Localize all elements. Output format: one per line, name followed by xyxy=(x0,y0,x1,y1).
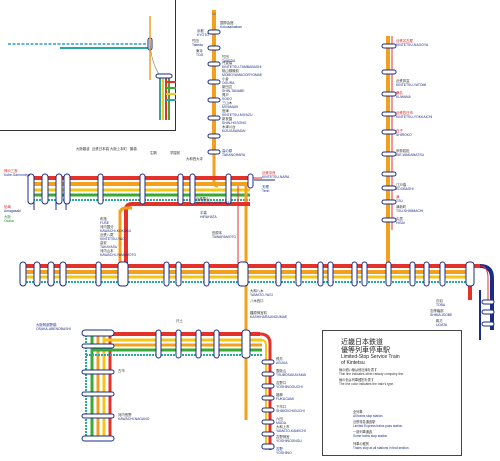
station-label-ikoma: 生駒 xyxy=(150,151,157,155)
legend-title-en2: of Kintetsu xyxy=(341,360,365,366)
station-label-furuichi: 古市 xyxy=(118,369,125,373)
inset-lines xyxy=(8,16,176,120)
inset-map xyxy=(0,0,176,131)
legend-note1-jp: 線の細い線は他社線を表す xyxy=(339,368,378,372)
legend-title-jp: 近畿日本鉄道 xyxy=(341,339,383,346)
station-label-tsuruhashi: 鶴橋 xyxy=(130,147,137,151)
legend: 近畿日本鉄道 優等列車停車駅 Limited-Stop Service Trai… xyxy=(322,330,462,456)
station-label-namba: 大阪難波 xyxy=(76,147,90,151)
station-label-shakudo: 尺土 xyxy=(176,319,183,323)
legend-note1-en: Thin line indicates other railway compan… xyxy=(339,372,405,376)
station-label-saidaiji: 大和西大寺 xyxy=(186,157,203,161)
station-label-uehommachi: 大阪上本町 xyxy=(110,147,127,151)
station-label-gakuenmae: 学園前 xyxy=(170,151,181,155)
legend-title-en: Limited-Stop Service Train xyxy=(341,354,400,360)
legend-note2-jp: 線の色は列車種別を表す xyxy=(339,378,375,382)
legend-note2-en: The line color indicates the train's typ… xyxy=(339,382,395,386)
station-label-nippombashi: 近鉄日本橋 xyxy=(92,147,109,151)
minami-osaka-line xyxy=(85,332,272,450)
legend-title-jp2: 優等列車停車駅 xyxy=(341,347,390,354)
station-markers xyxy=(19,29,495,450)
kashihara-line xyxy=(237,186,248,420)
osaka-main-line xyxy=(20,264,494,330)
station-label-yaginishiguchi: 八木西口 xyxy=(250,299,264,303)
